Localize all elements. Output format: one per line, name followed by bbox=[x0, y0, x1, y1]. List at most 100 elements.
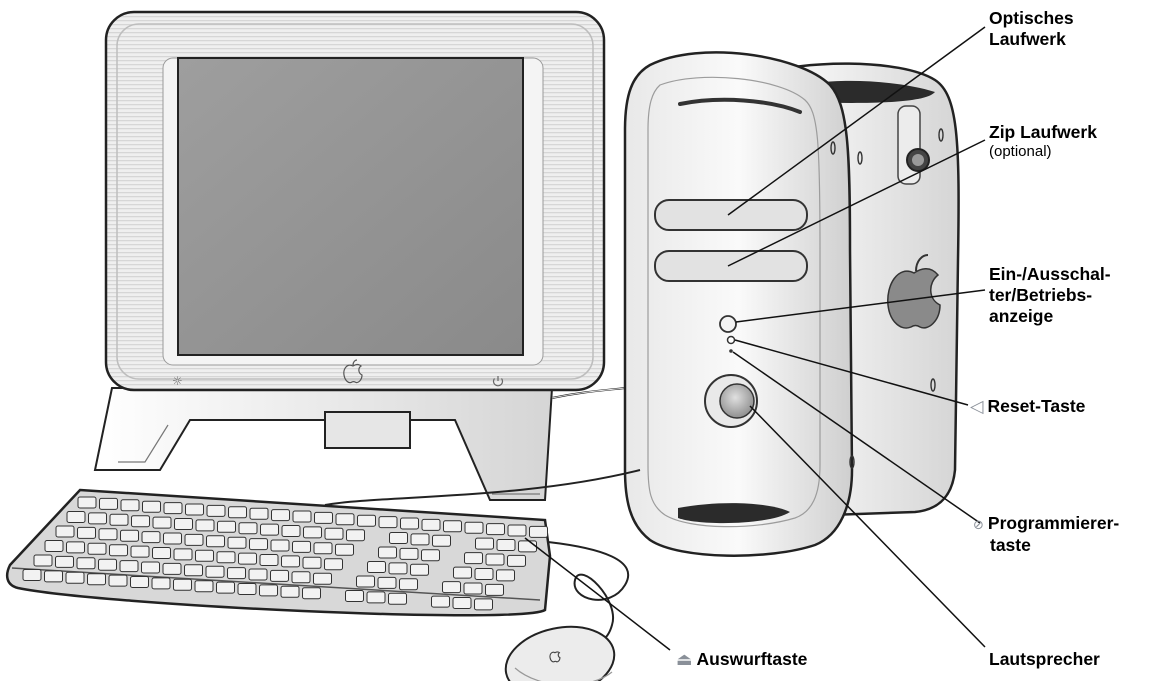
keyboard-key[interactable] bbox=[270, 569, 289, 582]
keyboard-key[interactable] bbox=[22, 569, 42, 581]
keyboard-key[interactable] bbox=[206, 504, 226, 517]
keyboard-key[interactable] bbox=[389, 532, 408, 544]
keyboard-key[interactable] bbox=[452, 597, 472, 609]
keyboard-key[interactable] bbox=[119, 560, 139, 573]
keyboard-key[interactable] bbox=[335, 543, 354, 556]
keyboard-key[interactable] bbox=[99, 497, 118, 510]
keyboard-key[interactable] bbox=[162, 562, 182, 575]
keyboard-key[interactable] bbox=[432, 534, 451, 547]
reset-button[interactable] bbox=[726, 335, 736, 345]
keyboard-key[interactable] bbox=[486, 523, 505, 536]
keyboard-key[interactable] bbox=[302, 587, 321, 600]
keyboard-key[interactable] bbox=[259, 584, 278, 597]
keyboard-key[interactable] bbox=[345, 590, 364, 602]
keyboard-key[interactable] bbox=[302, 556, 322, 569]
keyboard-key[interactable] bbox=[205, 565, 225, 578]
keyboard-key[interactable] bbox=[324, 527, 344, 540]
keyboard-key[interactable] bbox=[130, 545, 150, 558]
keyboard-key[interactable] bbox=[87, 542, 107, 555]
keyboard-key[interactable] bbox=[120, 499, 140, 512]
keyboard-key[interactable] bbox=[237, 583, 257, 595]
keyboard-key[interactable] bbox=[529, 525, 548, 538]
keyboard-key[interactable] bbox=[313, 542, 333, 555]
keyboard-key[interactable] bbox=[399, 578, 418, 591]
keyboard-key[interactable] bbox=[228, 506, 247, 519]
keyboard-key[interactable] bbox=[356, 575, 375, 588]
keyboard-key[interactable] bbox=[130, 576, 149, 588]
brightness-sun-icon[interactable]: ☼ bbox=[172, 374, 183, 388]
keyboard-key[interactable] bbox=[33, 554, 53, 567]
keyboard-key[interactable] bbox=[77, 526, 96, 539]
keyboard-key[interactable] bbox=[431, 595, 450, 608]
keyboard-key[interactable] bbox=[216, 551, 236, 564]
keyboard-key[interactable] bbox=[378, 546, 397, 559]
keyboard-key[interactable] bbox=[496, 569, 515, 582]
keyboard-key[interactable] bbox=[366, 591, 386, 604]
keyboard-key[interactable] bbox=[474, 598, 493, 611]
keyboard-key[interactable] bbox=[442, 581, 461, 594]
keyboard-key[interactable] bbox=[216, 581, 235, 594]
keyboard-key[interactable] bbox=[281, 525, 301, 537]
keyboard-key[interactable] bbox=[463, 582, 483, 595]
mouse[interactable] bbox=[499, 617, 621, 681]
keyboard-key[interactable] bbox=[227, 567, 246, 580]
keyboard-key[interactable] bbox=[518, 540, 537, 553]
keyboard-key[interactable] bbox=[292, 510, 312, 523]
keyboard-key[interactable] bbox=[400, 517, 419, 530]
keyboard-key[interactable] bbox=[44, 570, 63, 583]
keyboard-key[interactable] bbox=[260, 523, 279, 536]
keyboard-key[interactable] bbox=[55, 525, 75, 538]
keyboard-key[interactable] bbox=[292, 540, 311, 553]
keyboard-key[interactable] bbox=[174, 518, 193, 530]
keyboard-key[interactable] bbox=[314, 511, 333, 524]
keyboard-key[interactable] bbox=[98, 528, 118, 541]
keyboard-key[interactable] bbox=[248, 568, 268, 581]
keyboard-key[interactable] bbox=[184, 533, 204, 546]
keyboard-key[interactable] bbox=[66, 511, 86, 523]
keyboard-key[interactable] bbox=[475, 537, 494, 550]
keyboard-key[interactable] bbox=[163, 502, 183, 515]
keyboard-key[interactable] bbox=[195, 519, 215, 532]
keyboard-key[interactable] bbox=[377, 576, 397, 589]
keyboard-key[interactable] bbox=[44, 540, 64, 552]
keyboard-key[interactable] bbox=[271, 509, 290, 522]
keyboard-key[interactable] bbox=[357, 514, 376, 527]
keyboard-key[interactable] bbox=[249, 507, 269, 520]
keyboard-key[interactable] bbox=[185, 503, 204, 516]
keyboard-key[interactable] bbox=[421, 549, 440, 562]
keyboard-key[interactable] bbox=[109, 513, 129, 526]
keyboard-key[interactable] bbox=[388, 562, 408, 575]
keyboard-key[interactable] bbox=[270, 539, 290, 552]
keyboard-key[interactable] bbox=[87, 573, 106, 586]
keyboard-key[interactable] bbox=[131, 515, 150, 528]
keyboard-key[interactable] bbox=[291, 571, 311, 584]
keyboard-key[interactable] bbox=[496, 539, 516, 551]
keyboard-key[interactable] bbox=[303, 526, 322, 539]
keyboard-key[interactable] bbox=[421, 518, 441, 531]
keyboard-key[interactable] bbox=[485, 583, 504, 596]
power-icon[interactable] bbox=[492, 376, 504, 387]
keyboard-key[interactable] bbox=[173, 578, 192, 591]
keyboard-key[interactable] bbox=[227, 536, 247, 549]
keyboard-key[interactable] bbox=[206, 535, 225, 548]
keyboard-key[interactable] bbox=[217, 520, 236, 533]
keyboard-key[interactable] bbox=[173, 548, 193, 561]
keyboard-key[interactable] bbox=[367, 561, 386, 573]
keyboard-key[interactable] bbox=[194, 580, 214, 593]
keyboard-key[interactable] bbox=[324, 558, 343, 571]
keyboard-key[interactable] bbox=[335, 513, 355, 526]
keyboard-key[interactable] bbox=[76, 557, 96, 570]
keyboard-key[interactable] bbox=[507, 524, 527, 537]
keyboard-key[interactable] bbox=[410, 533, 430, 546]
keyboard-key[interactable] bbox=[464, 521, 484, 534]
keyboard-key[interactable] bbox=[346, 529, 365, 542]
keyboard-key[interactable] bbox=[474, 568, 494, 580]
keyboard-key[interactable] bbox=[313, 572, 332, 585]
keyboard-key[interactable] bbox=[77, 496, 97, 509]
programmer-button[interactable] bbox=[729, 349, 733, 353]
keyboard-key[interactable] bbox=[195, 549, 214, 562]
keyboard-key[interactable] bbox=[120, 529, 139, 542]
keyboard-key[interactable] bbox=[410, 563, 429, 576]
keyboard-key[interactable] bbox=[184, 564, 203, 577]
keyboard-key[interactable] bbox=[163, 532, 182, 545]
